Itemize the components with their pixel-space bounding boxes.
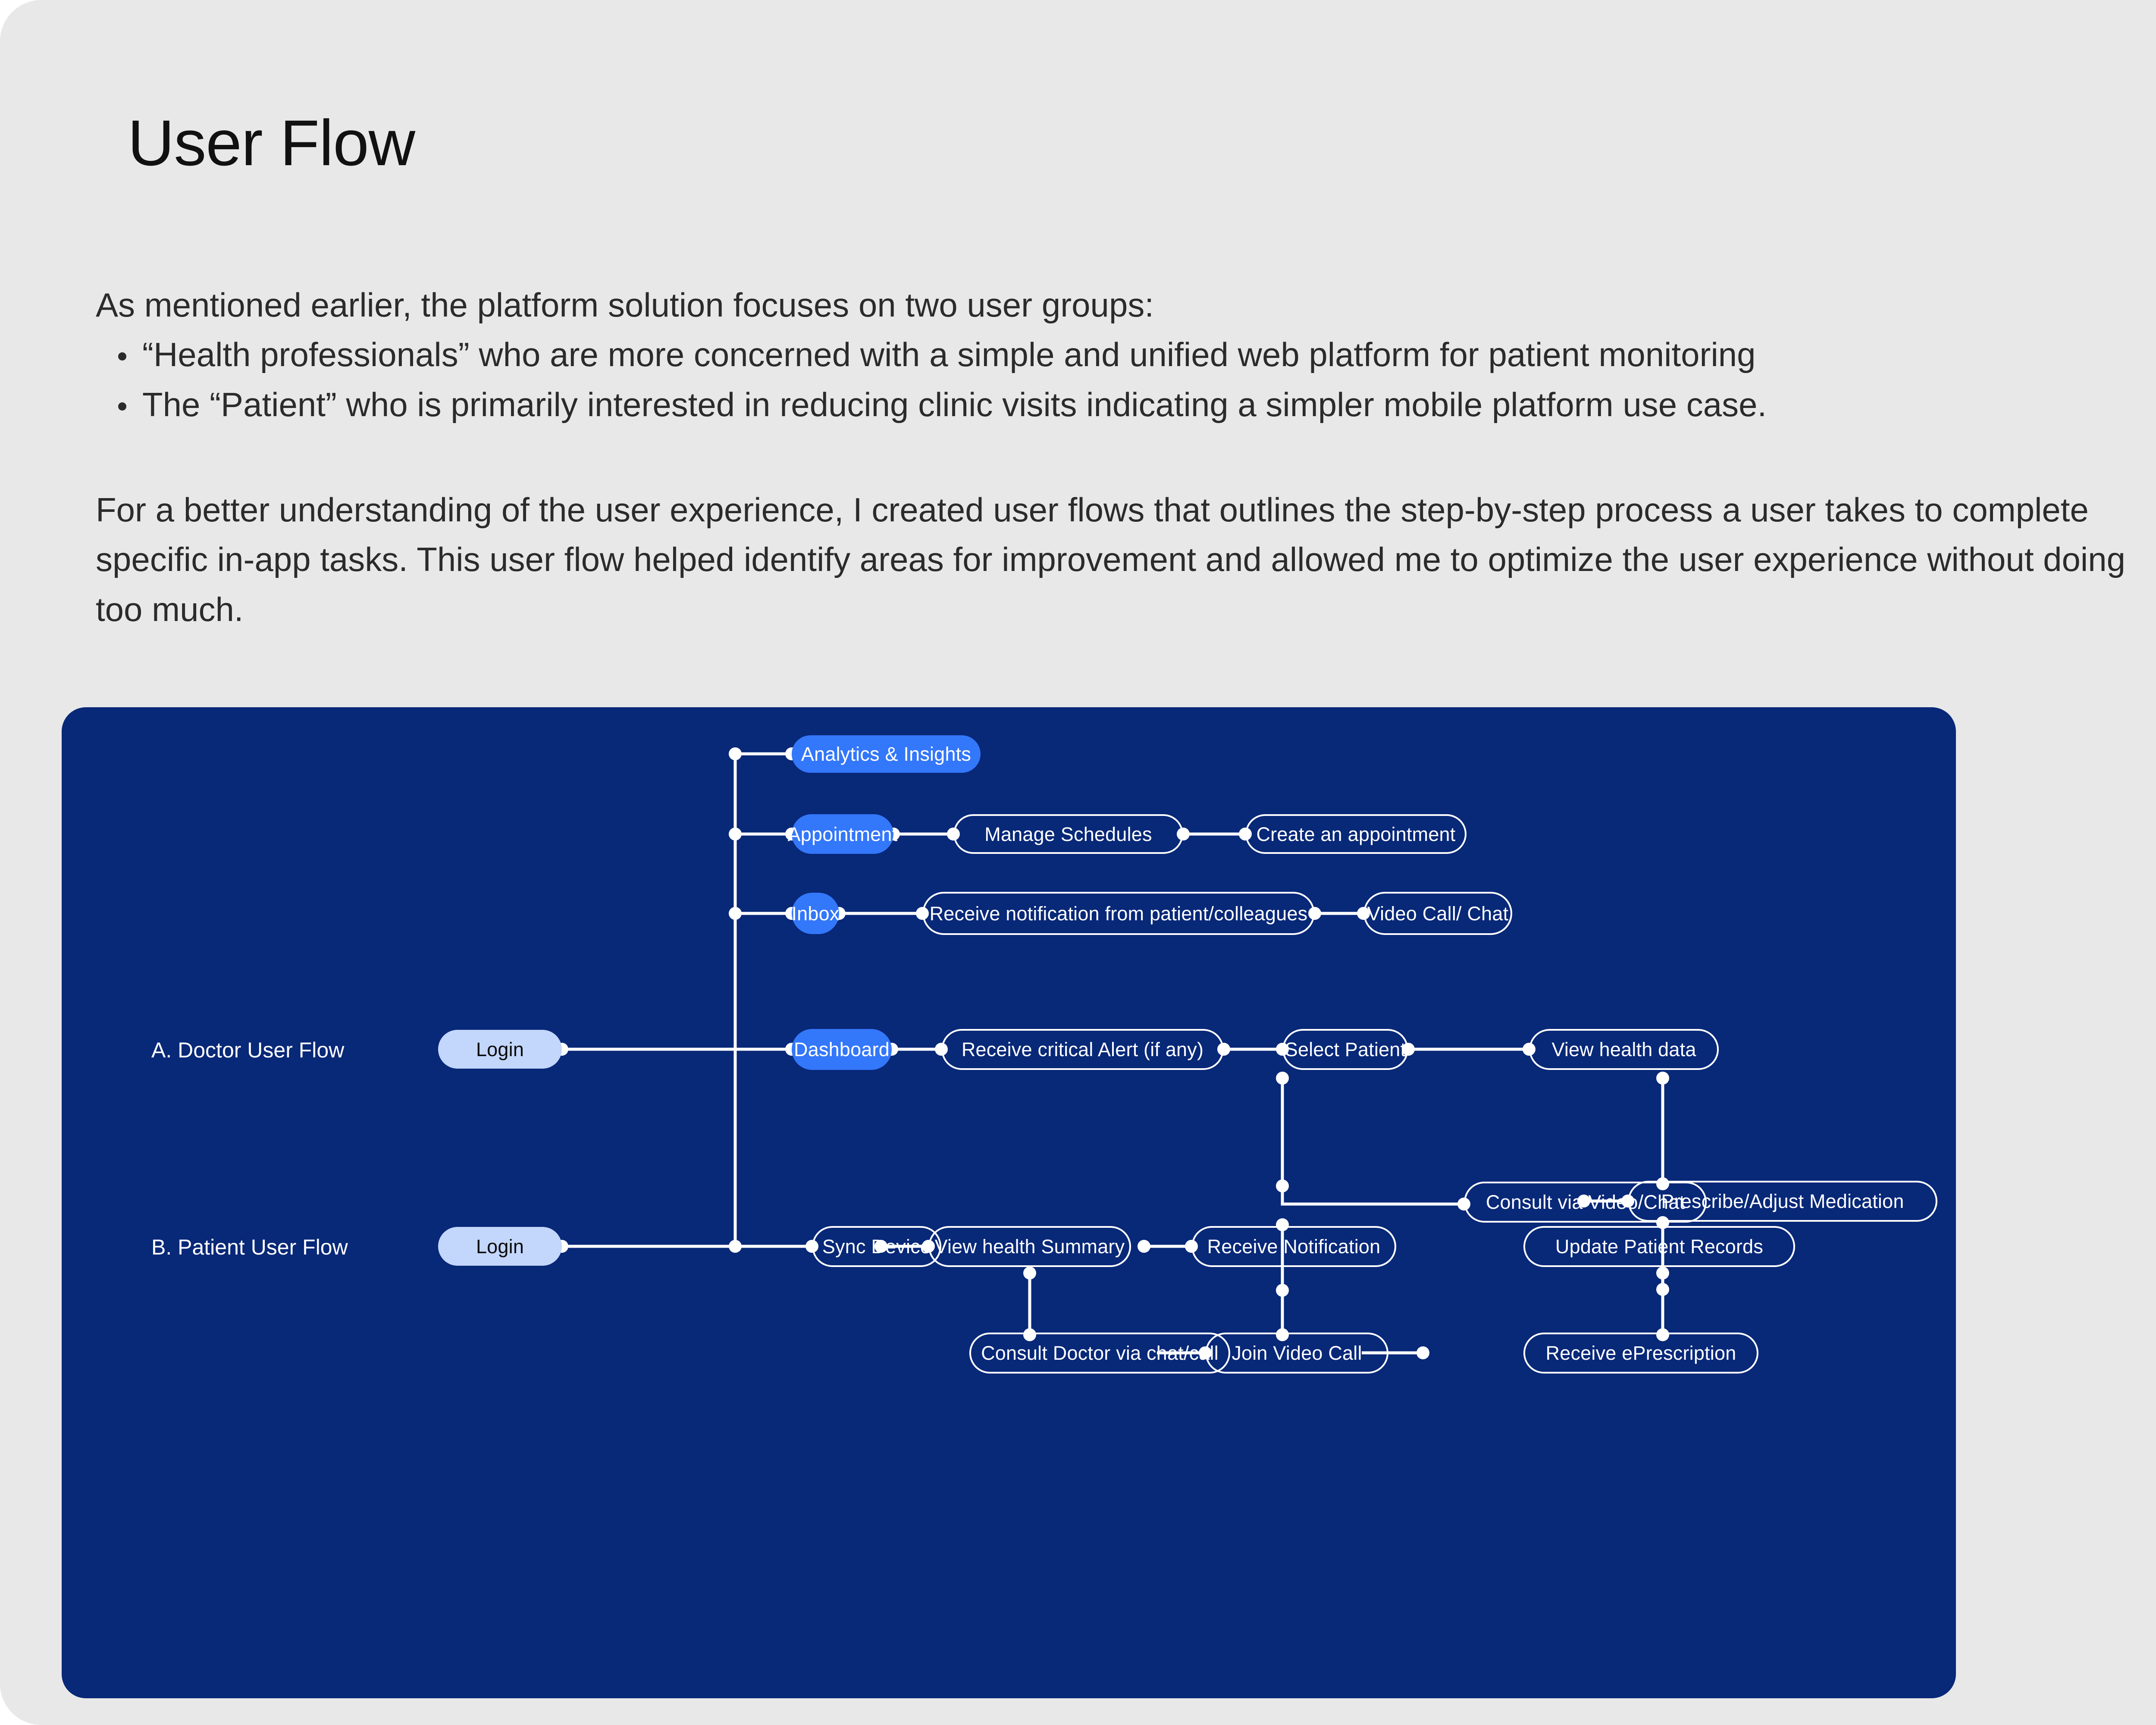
node-prescribe-adjust-medication[interactable]: Prescribe/Adjust Medication (1628, 1181, 1937, 1222)
list-item: “Health professionals” who are more conc… (96, 330, 2156, 380)
node-update-patient-records[interactable]: Update Patient Records (1523, 1226, 1795, 1267)
row-label-doctor: A. Doctor User Flow (151, 1038, 345, 1062)
node-view-health-summary[interactable]: View health Summary (928, 1226, 1131, 1267)
node-consult-doctor-chat-call[interactable]: Consult Doctor via chat/call (969, 1333, 1230, 1374)
node-appointment[interactable]: Appointment (788, 814, 897, 854)
node-join-video-call[interactable]: Join Video Call (1205, 1333, 1388, 1374)
node-analytics-insights[interactable]: Analytics & Insights (792, 735, 981, 773)
page-title: User Flow (128, 107, 415, 179)
link-alert-consult (1281, 1078, 1464, 1206)
node-video-call-chat[interactable]: Video Call/ Chat (1363, 892, 1512, 935)
node-patient-login[interactable]: Login (438, 1227, 562, 1266)
node-doctor-login[interactable]: Login (438, 1030, 562, 1069)
node-sync-device[interactable]: Sync Device (812, 1226, 941, 1267)
flow-connectors (555, 747, 1669, 1359)
intro-block: As mentioned earlier, the platform solut… (96, 280, 2156, 430)
user-flow-diagram: A. Doctor User Flow B. Patient User Flow… (62, 707, 1956, 1698)
node-inbox[interactable]: Inbox (791, 893, 839, 934)
intro-lead: As mentioned earlier, the platform solut… (96, 286, 1154, 324)
node-dashboard[interactable]: Dashboard (792, 1029, 892, 1070)
node-receive-eprescription[interactable]: Receive ePrescription (1523, 1333, 1758, 1374)
node-receive-critical-alert[interactable]: Receive critical Alert (if any) (941, 1029, 1224, 1070)
node-manage-schedules[interactable]: Manage Schedules (953, 814, 1183, 854)
user-group-bullets: “Health professionals” who are more conc… (96, 330, 2156, 430)
row-label-patient: B. Patient User Flow (151, 1235, 348, 1259)
node-create-appointment[interactable]: Create an appointment (1245, 814, 1467, 854)
list-item: The “Patient” who is primarily intereste… (96, 380, 2156, 430)
intro-paragraph-2: For a better understanding of the user e… (96, 491, 2126, 628)
node-receive-notification[interactable]: Receive Notification (1191, 1226, 1396, 1267)
node-view-health-data[interactable]: View health data (1529, 1029, 1719, 1070)
node-select-patient[interactable]: Select Patient (1282, 1029, 1408, 1070)
node-receive-notification-colleagues[interactable]: Receive notification from patient/collea… (922, 892, 1315, 935)
